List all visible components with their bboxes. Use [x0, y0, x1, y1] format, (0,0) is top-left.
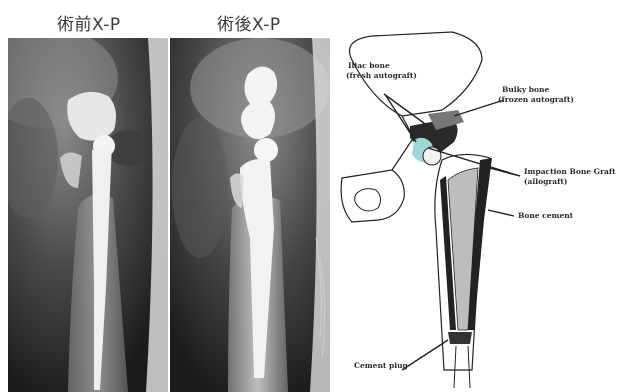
impaction-graft-label-line1: Impaction Bone Graft	[524, 167, 616, 176]
cement-plug-label: Cement plug	[354, 361, 409, 370]
preop-caption: 術前X-P	[57, 10, 121, 35]
bone-cement-label: Bone cement	[518, 211, 574, 220]
iliac-bone-label-line1: Iliac bone	[348, 61, 390, 70]
bulky-bone-label-line1: Bulky bone	[502, 85, 550, 94]
preop-xray-image	[8, 38, 168, 392]
cement-plug-shape	[448, 332, 472, 344]
iliac-bone-label-line2: (fresh autograft)	[346, 71, 417, 80]
surgical-schematic-diagram: Iliac bone (fresh autograft) Bulky bone …	[332, 30, 641, 392]
postop-caption: 術後X-P	[217, 10, 281, 35]
postop-xray-image	[170, 38, 330, 392]
impaction-graft-label-line2: (allograft)	[524, 177, 567, 186]
ischium-outline	[341, 170, 404, 222]
bulky-bone-label-line2: (frozen autograft)	[498, 95, 574, 104]
